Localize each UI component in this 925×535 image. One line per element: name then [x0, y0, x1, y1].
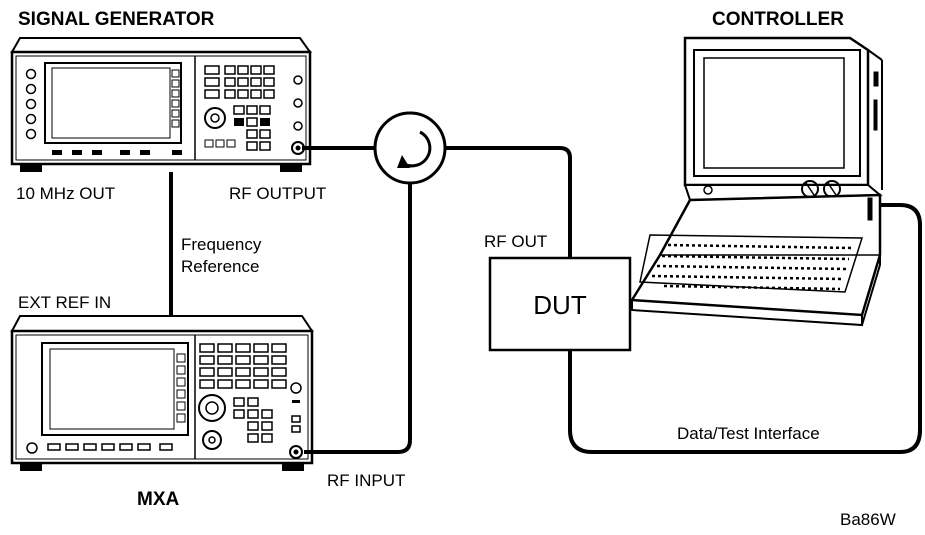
signal-generator: [10, 37, 312, 172]
rf-output-label: RF OUTPUT: [229, 184, 326, 203]
rf-input-cable: [304, 170, 412, 454]
controller-laptop: [629, 36, 883, 327]
controller-title: CONTROLLER: [712, 9, 844, 30]
data-test-interface-label: Data/Test Interface: [677, 424, 820, 443]
mxa-signal-analyzer: [10, 315, 314, 471]
rf-input-label: RF INPUT: [327, 471, 405, 490]
signal-generator-title: SIGNAL GENERATOR: [18, 9, 215, 30]
circulator-to-dut-cable: [444, 146, 572, 258]
ten-mhz-out-label: 10 MHz OUT: [16, 184, 115, 203]
ext-ref-in-label: EXT REF IN: [18, 293, 111, 312]
mxa-title: MXA: [137, 489, 180, 510]
frequency-reference-label-line1: Frequency: [181, 235, 262, 254]
rf-out-label: RF OUT: [484, 232, 547, 251]
dut-label: DUT: [533, 290, 587, 320]
circulator: [373, 111, 447, 185]
dut-box: [488, 256, 632, 352]
cables: [169, 146, 922, 454]
frequency-reference-label-line2: Reference: [181, 257, 259, 276]
data-test-interface-cable: [568, 203, 922, 454]
figure-id-label: Ba86W: [840, 510, 896, 529]
